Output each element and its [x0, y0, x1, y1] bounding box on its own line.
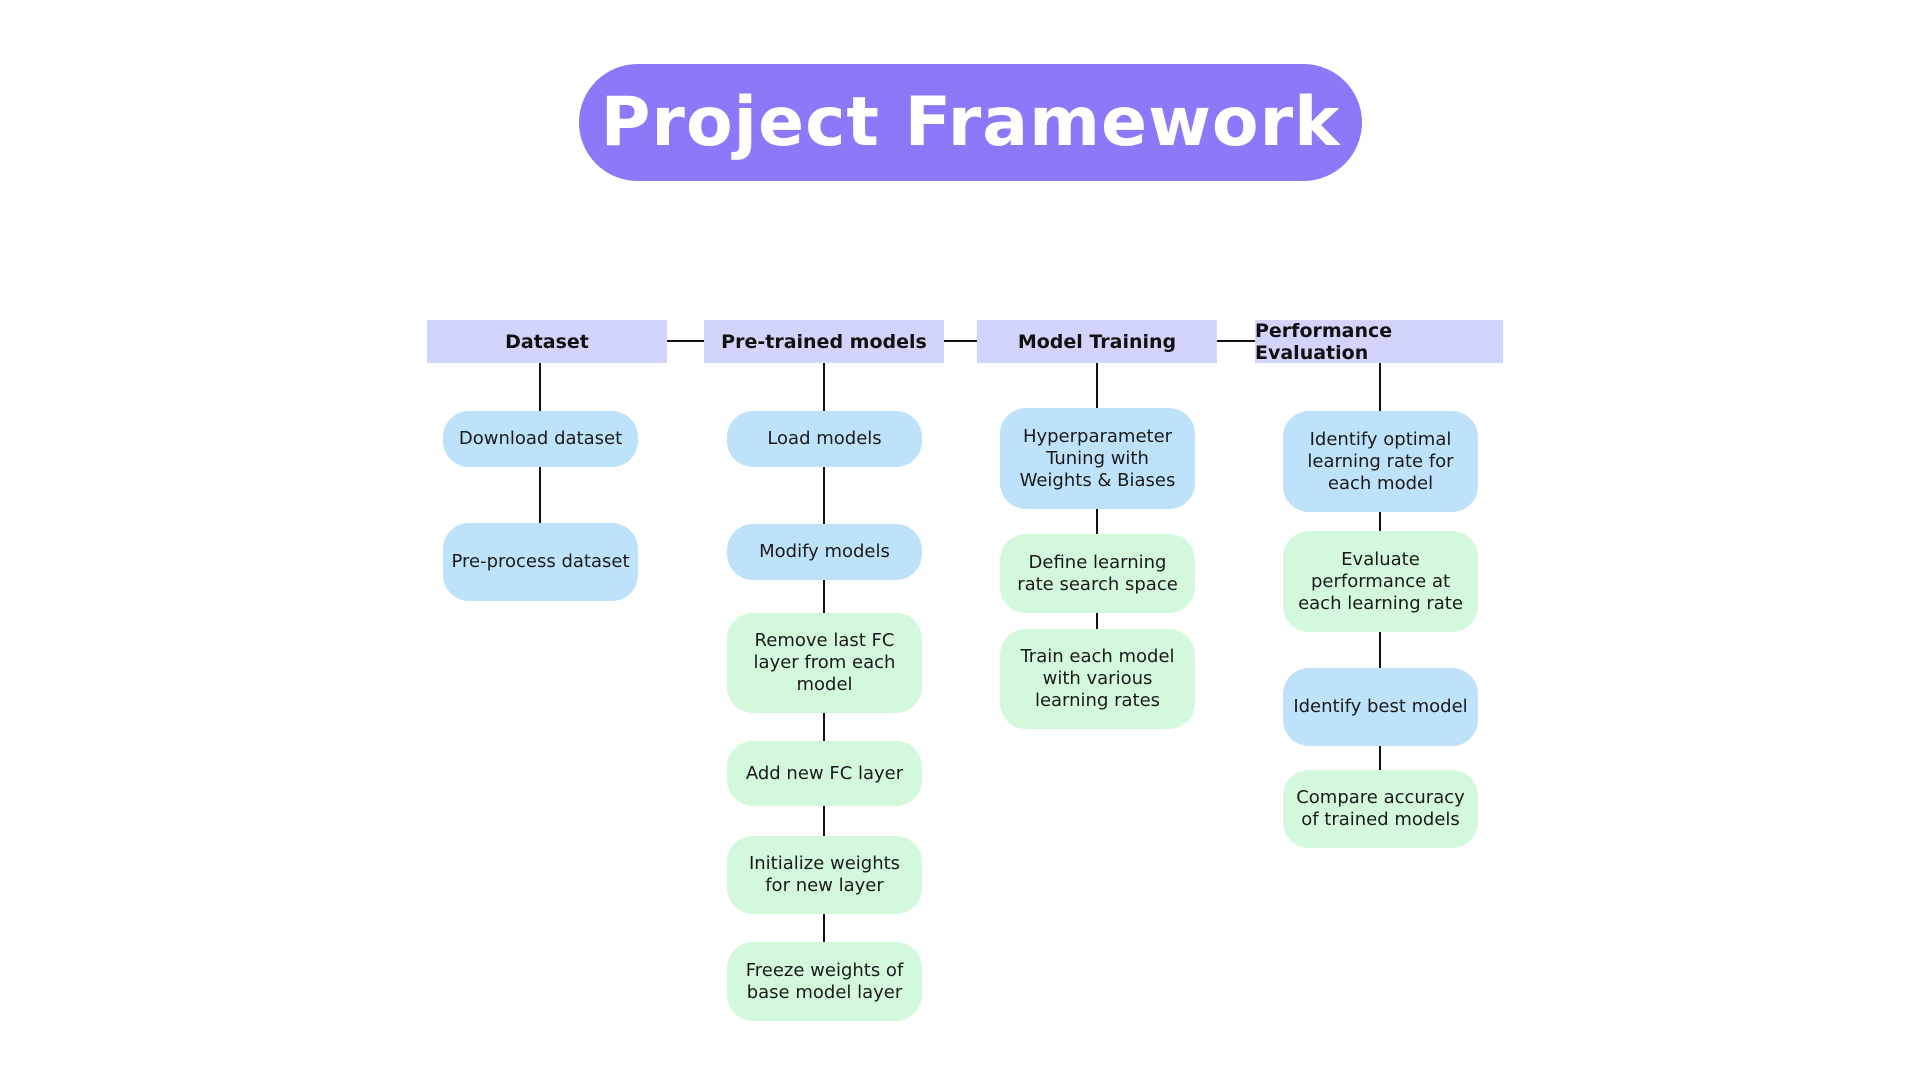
connector-line — [1217, 340, 1255, 342]
connector-line — [539, 363, 541, 411]
node-initialize-weights: Initialize weights for new layer — [727, 836, 922, 914]
node-compare-accuracy: Compare accuracy of trained models — [1283, 770, 1478, 848]
connector-line — [1379, 632, 1381, 668]
node-load-models: Load models — [727, 411, 922, 467]
connector-line — [823, 806, 825, 836]
node-modify-models: Modify models — [727, 524, 922, 580]
node-add-new-fc-layer: Add new FC layer — [727, 741, 922, 806]
header-pretrained-models: Pre-trained models — [704, 320, 944, 363]
connector-line — [1379, 746, 1381, 770]
node-train-each-model: Train each model with various learning r… — [1000, 629, 1195, 729]
connector-line — [823, 363, 825, 411]
connector-line — [667, 340, 704, 342]
node-evaluate-performance: Evaluate performance at each learning ra… — [1283, 531, 1478, 632]
connector-line — [823, 580, 825, 613]
header-model-training: Model Training — [977, 320, 1217, 363]
node-define-lr-search-space: Define learning rate search space — [1000, 534, 1195, 613]
connector-line — [1096, 509, 1098, 534]
node-download-dataset: Download dataset — [443, 411, 638, 467]
connector-line — [944, 340, 977, 342]
header-dataset: Dataset — [427, 320, 667, 363]
node-identify-optimal-lr: Identify optimal learning rate for each … — [1283, 411, 1478, 512]
connector-line — [539, 467, 541, 523]
node-freeze-weights: Freeze weights of base model layer — [727, 942, 922, 1021]
connector-line — [823, 914, 825, 942]
node-preprocess-dataset: Pre-process dataset — [443, 523, 638, 601]
connector-line — [823, 713, 825, 741]
connector-line — [1096, 363, 1098, 408]
connector-line — [823, 467, 825, 524]
header-performance-evaluation: Performance Evaluation — [1255, 320, 1503, 364]
connector-line — [1379, 512, 1381, 531]
node-remove-last-fc-layer: Remove last FC layer from each model — [727, 613, 922, 713]
node-hyperparameter-tuning: Hyperparameter Tuning with Weights & Bia… — [1000, 408, 1195, 509]
connector-line — [1379, 363, 1381, 411]
node-identify-best-model: Identify best model — [1283, 668, 1478, 746]
diagram-title: Project Framework — [579, 64, 1362, 181]
connector-line — [1096, 613, 1098, 629]
